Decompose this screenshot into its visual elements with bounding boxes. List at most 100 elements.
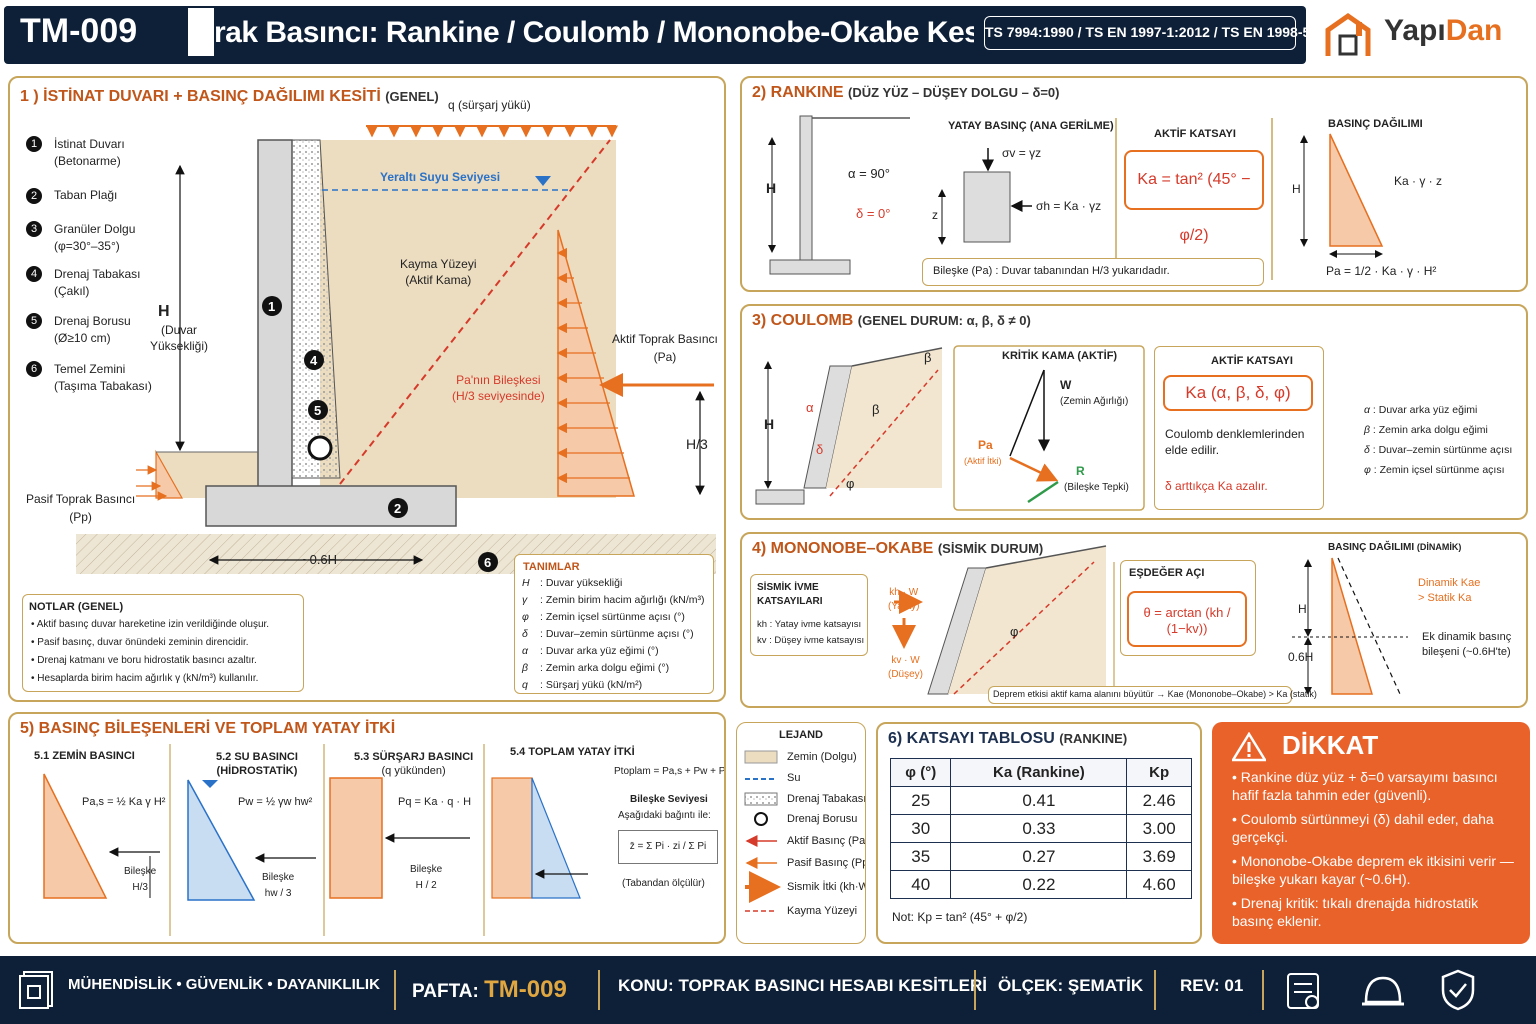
panel-4-title: 4) MONONOBE–OKABE (SİSMİK DURUM) [752, 540, 1044, 557]
equivalent-angle-box: EŞDEĞER AÇI θ = arctan (kh / (1−kv)) [1120, 560, 1256, 656]
warning-triangle-icon [1232, 732, 1266, 762]
s1-title: 5.1 ZEMİN BASINCI [34, 750, 135, 762]
shield-check-icon [1441, 969, 1475, 1011]
legend-slip: Kayma Yüzeyi [787, 905, 858, 917]
wedge-pa-sub: (Aktif İtki) [964, 456, 1002, 466]
note-2: • Pasif basınç, duvar önündeki zeminin d… [31, 637, 249, 648]
svg-text:4: 4 [310, 353, 318, 368]
legend-symbols [744, 750, 781, 912]
notes-title: NOTLAR (GENEL) [29, 601, 124, 613]
depth-z: z [932, 208, 938, 222]
legend-title: LEJAND [779, 729, 824, 741]
mo-dist-title: BASINÇ DAĞILIMI (DİNAMİK) [1328, 542, 1462, 553]
wall-height-symbol: H [158, 303, 170, 320]
rankine-resultant-text: Bileşke (Pa) : Duvar tabanından H/3 yuka… [933, 265, 1170, 277]
warning-item-3: • Mononobe-Okabe deprem ek itkisini veri… [1232, 853, 1514, 887]
panel-retaining-wall: 1 ) İSTİNAT DUVARI + BASINÇ DAĞILIMI KES… [8, 76, 726, 702]
legend-active: Aktif Basınç (Pa) [787, 835, 866, 847]
header-gap [188, 8, 214, 56]
coulomb-alpha: α [806, 400, 814, 415]
rankine-dist-h: H [1292, 182, 1301, 196]
mo-h: H [1298, 602, 1307, 616]
document-stack-icon [19, 971, 53, 1009]
standards-badge: TS 7994:1990 / TS EN 1997-1:2012 / TS EN… [984, 16, 1310, 50]
svg-text:5: 5 [314, 403, 321, 418]
s4-zbar-formula: z̄ = Σ Pi · zi / Σ Pi [618, 830, 718, 864]
s3-title: 5.3 SÜRŞARJ BASINCI(q yükünden) [354, 751, 474, 777]
s1-formula: Pa,s = ½ Ka γ H² [82, 796, 166, 808]
panel-1-title: 1 ) İSTİNAT DUVARI + BASINÇ DAĞILIMI KES… [20, 88, 439, 105]
coulomb-coef-box: AKTİF KATSAYI Ka (α, β, δ, φ) Coulomb de… [1154, 346, 1324, 510]
passive-pressure-label: Pasif Toprak Basıncı(Pp) [26, 492, 136, 524]
rankine-pa-formula: Pa = 1/2 · Ka · γ · H² [1326, 264, 1437, 278]
wedge-r-sub: (Bileşke Tepki) [1064, 482, 1129, 493]
rankine-coef-title: AKTİF KATSAYI [1154, 128, 1236, 140]
mo-06h: 0.6H [1288, 650, 1314, 664]
s3-formula: Pq = Ka · q · H [398, 796, 472, 808]
legend-drain-pipe: Drenaj Borusu [787, 813, 858, 825]
kv-definition: kv : Düşey ivme katsayısı [757, 635, 865, 646]
s4-note: (Tabandan ölçülür) [622, 878, 705, 889]
sigma-v: σv = γz [1002, 146, 1042, 160]
s4-level-sub: Aşağıdaki bağıntı ile: [618, 810, 711, 821]
component-1: 1 [26, 136, 42, 152]
panel-2-title: 2) RANKINE (DÜZ YÜZ – DÜŞEY DOLGU – δ=0) [752, 84, 1060, 101]
footer-konu: KONU: TOPRAK BASINCI HESABI KESİTLERİ [618, 976, 987, 995]
panel-3-title: 3) COULOMB (GENEL DURUM: α, β, δ ≠ 0) [752, 312, 1031, 329]
hard-hat-icon [1362, 976, 1404, 1006]
table-header-row: φ (°) Ka (Rankine) Kp [889, 758, 1192, 787]
sheet-code: TM-009 [4, 6, 188, 56]
panel-6-title: 6) KATSAYI TABLOSU (RANKINE) [888, 730, 1128, 747]
dynamic-label: Dinamik Kae> Statik Ka [1418, 577, 1481, 604]
warning-title: DİKKAT [1282, 730, 1379, 760]
equivalent-angle-title: EŞDEĞER AÇI [1129, 567, 1205, 579]
note-4: • Hesaplarda birim hacim ağırlık γ (kN/m… [31, 673, 259, 684]
s2-formula: Pw = ½ γw hw² [238, 796, 313, 808]
rankine-alpha: α = 90° [848, 166, 890, 181]
rankine-delta: δ = 0° [856, 206, 891, 221]
warning-item-1: • Rankine düz yüz + δ=0 varsayımı basınc… [1232, 769, 1498, 803]
s4-formula: Ptoplam = Pa,s + Pw + Pq [614, 766, 726, 777]
h3-dimension: H/3 [686, 436, 708, 452]
wedge-w: W [1060, 378, 1072, 392]
coulomb-delta: δ [816, 442, 824, 457]
coulomb-note-1: Coulomb denklemlerinden [1165, 427, 1305, 441]
s2-title: 5.2 SU BASINCI(HİDROSTATİK) [216, 751, 298, 777]
col-phi: φ (°) [889, 758, 952, 787]
component-6-label: Temel Zemini(Taşıma Tabakası) [54, 362, 152, 393]
warning-item-4: • Drenaj kritik: tıkalı drenajda hidrost… [1232, 895, 1479, 929]
footer-olcek: ÖLÇEK: ŞEMATİK [998, 976, 1144, 995]
component-5-label: Drenaj Borusu(Ø≥10 cm) [54, 314, 131, 345]
footer-rev: REV: 01 [1180, 976, 1244, 995]
s4-level-title: Bileşke Seviyesi [630, 794, 708, 805]
coulomb-beta2: β [872, 402, 880, 417]
svg-text:1: 1 [268, 299, 275, 314]
component-3-label: Granüler Dolgu(φ=30°–35°) [54, 222, 136, 253]
coulomb-phi: φ [846, 476, 855, 491]
col-ka: Ka (Rankine) [950, 758, 1128, 787]
theta-formula: θ = arctan (kh / (1−kv)) [1127, 591, 1247, 647]
checklist-icon [1287, 973, 1319, 1009]
definitions-box: TANIMLAR [514, 554, 714, 694]
page-header: TM-009 rak Basıncı: Rankine / Coulomb / … [0, 0, 1536, 66]
component-2-label: Taban Plağı [54, 188, 118, 202]
water-table-label: Yeraltı Suyu Seviyesi [380, 170, 501, 184]
warning-panel: DİKKAT • Rankine düz yüz + δ=0 varsayımı… [1212, 722, 1530, 944]
slip-surface-label: Kayma Yüzeyi(Aktif Kama) [400, 257, 477, 287]
mo-phi: φ [1010, 624, 1019, 639]
panel-5-title: 5) BASINÇ BİLEŞENLERİ VE TOPLAM YATAY İT… [20, 720, 396, 737]
table-note: Not: Kp = tan² (45° + φ/2) [892, 910, 1028, 924]
page-title: rak Basıncı: Rankine / Coulomb / Mononob… [214, 16, 974, 49]
legend-panel: LEJAND Zemin (Dolgu) Su Drenaj Tabakası … [736, 722, 866, 944]
legend-passive: Pasif Basınç (Pp) [787, 857, 866, 869]
coulomb-diagram [755, 345, 1145, 511]
rankine-h: H [766, 180, 777, 196]
